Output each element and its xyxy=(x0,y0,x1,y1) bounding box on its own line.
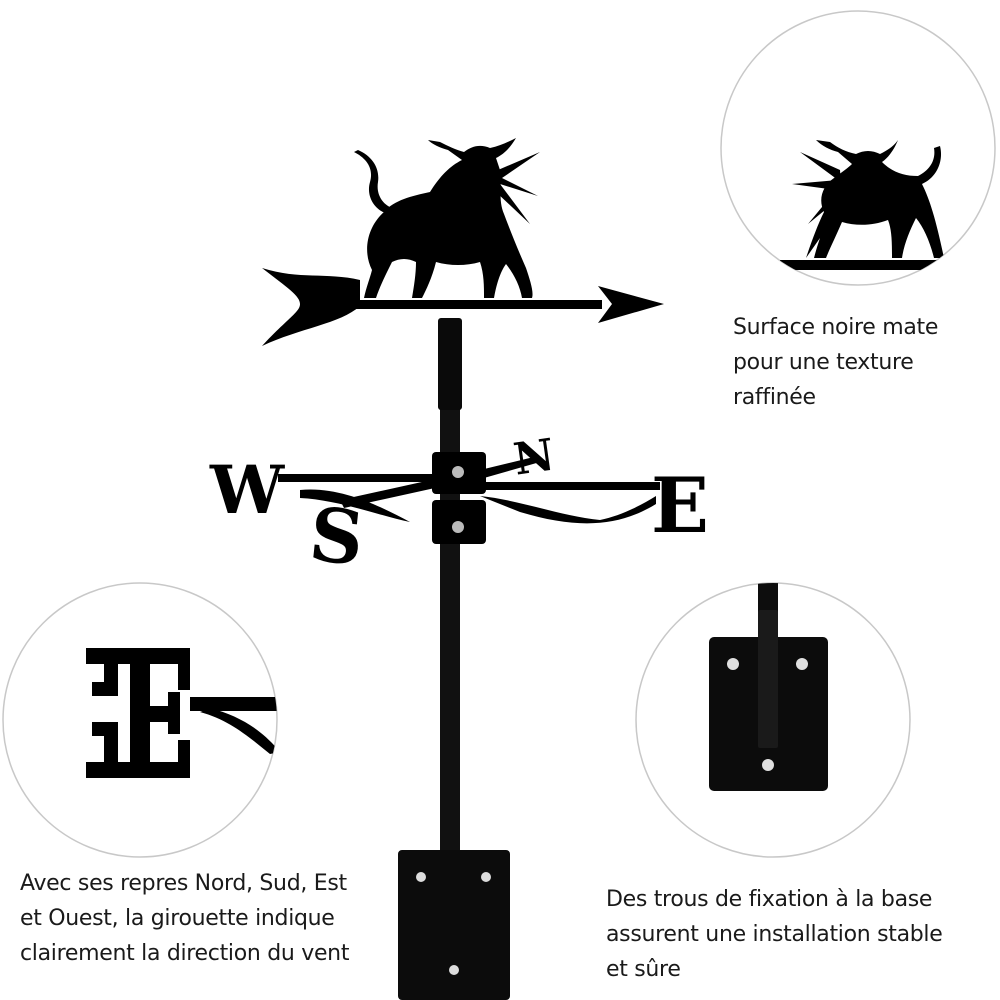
mount-hole xyxy=(796,658,808,670)
caption-line: et Ouest, la girouette indique xyxy=(20,906,335,931)
compass-arms xyxy=(278,456,660,524)
compass-letter-east: E xyxy=(651,461,709,550)
mount-hole xyxy=(449,965,459,975)
caption-line: clairement la direction du vent xyxy=(20,941,350,966)
compass-letter-west: W xyxy=(209,451,285,529)
compass-hub xyxy=(432,452,486,544)
weathervane: W E N S xyxy=(209,138,709,1000)
hub-screw-top xyxy=(452,466,464,478)
mounting-plate xyxy=(398,850,510,1000)
caption-line: Surface noire mate xyxy=(733,315,939,340)
caption-surface-finish: Surface noire mate pour une texture raff… xyxy=(733,310,938,415)
compass-letter-north: N xyxy=(511,430,558,486)
bull-silhouette xyxy=(354,138,540,298)
mount-hole xyxy=(762,759,774,771)
mount-hole xyxy=(727,658,739,670)
caption-line: pour une texture xyxy=(733,350,914,375)
wind-arrow xyxy=(262,268,664,346)
mount-hole xyxy=(481,872,491,882)
caption-line: raffinée xyxy=(733,385,816,410)
caption-line: Des trous de fixation à la base xyxy=(606,887,933,912)
zoom-circle-east-letter xyxy=(2,582,278,858)
compass-letter-south: S xyxy=(306,492,368,583)
caption-line: et sûre xyxy=(606,957,681,982)
caption-line: assurent une installation stable xyxy=(606,922,943,947)
caption-compass-directions: Avec ses repres Nord, Sud, Est et Ouest,… xyxy=(20,866,349,971)
caption-mounting-holes: Des trous de fixation à la base assurent… xyxy=(606,882,943,987)
zoom-circle-mounting xyxy=(635,582,911,858)
zoom-circle-bull xyxy=(720,10,996,286)
hub-screw-bottom xyxy=(452,521,464,533)
mount-hole xyxy=(416,872,426,882)
caption-line: Avec ses repres Nord, Sud, Est xyxy=(20,871,347,896)
pole-sleeve xyxy=(438,318,462,410)
